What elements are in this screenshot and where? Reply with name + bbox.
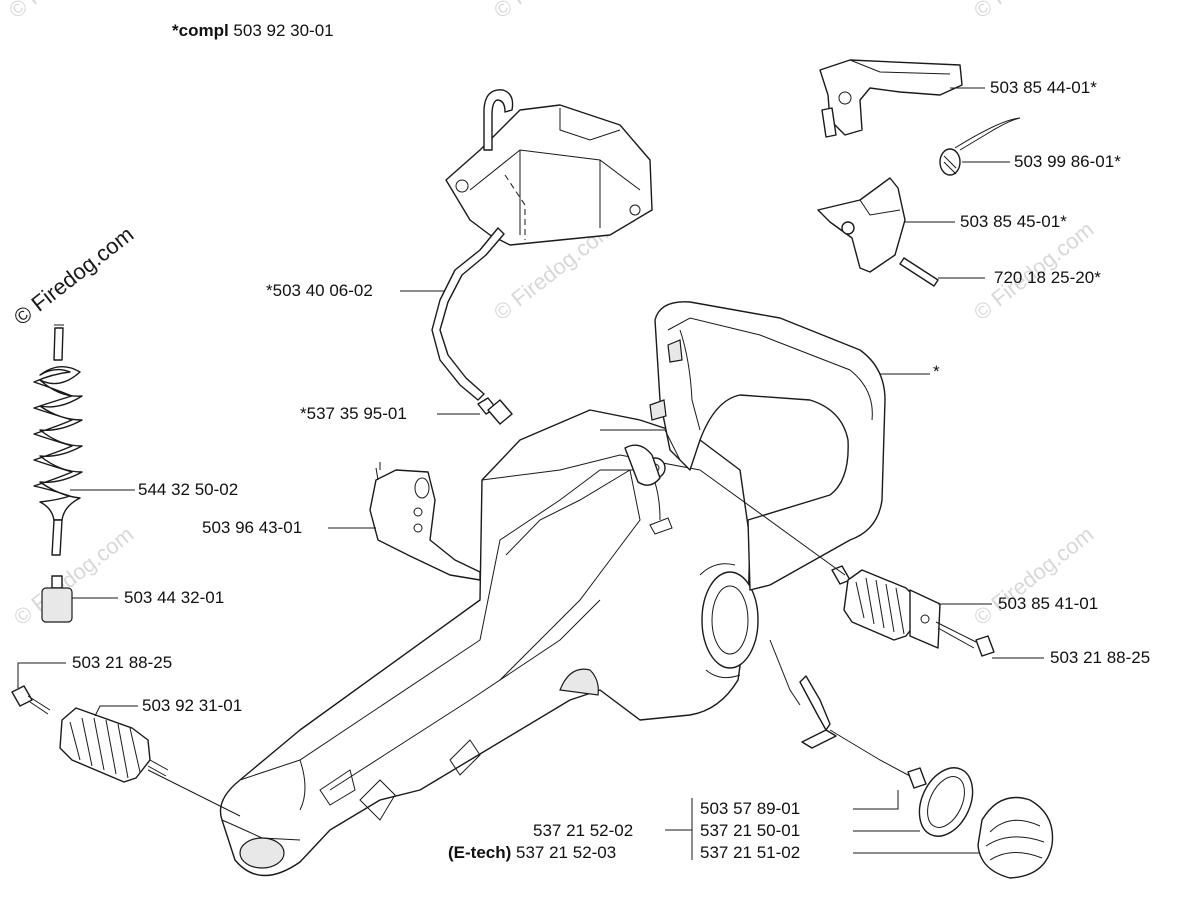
fuel-filter: [41, 575, 73, 623]
top-cover-assembly: [445, 89, 653, 246]
fuel-line-coil: [33, 324, 83, 556]
label-503998601: 503 99 86-01*: [1014, 152, 1121, 171]
label-etech: (E-tech) 537 21 52-03: [448, 843, 616, 863]
label-544325002: 544 32 50-02: [138, 480, 239, 499]
tank-housing: [219, 409, 759, 877]
label-503578901: 503 57 89-01: [700, 799, 801, 818]
label-537215102: 537 21 51-02: [700, 843, 801, 862]
label-503218825-left: 503 21 88-25: [72, 653, 173, 672]
trigger-pin: [899, 257, 939, 287]
fuel-hose: [431, 227, 505, 401]
label-503400602: *503 40 06-02: [266, 281, 373, 300]
lockout-spring: [939, 117, 1021, 176]
label-503854101: 503 85 41-01: [998, 594, 1099, 613]
hose-connector: [477, 397, 513, 425]
label-handle-asterisk: *: [933, 362, 940, 381]
av-spring-left: [11, 685, 241, 817]
label-503854401: 503 85 44-01*: [990, 78, 1097, 97]
label-503854501: 503 85 45-01*: [960, 212, 1067, 231]
header-compl: *compl 503 92 30-01: [172, 21, 334, 41]
leader-lines: [17, 87, 1044, 860]
throttle-trigger: [817, 177, 906, 273]
av-bracket: [369, 462, 481, 581]
header-compl-bold: *compl: [172, 21, 229, 40]
av-spring-right: [699, 469, 995, 657]
label-etech-bold: (E-tech): [448, 843, 512, 862]
label-503964301: 503 96 43-01: [202, 518, 303, 537]
label-537215001: 537 21 50-01: [700, 821, 801, 840]
label-537215002: 537 21 52-02: [533, 821, 634, 840]
header-compl-number: 503 92 30-01: [233, 21, 334, 40]
label-503443201: 503 44 32-01: [124, 588, 225, 607]
throttle-lockout: [819, 59, 963, 138]
rear-handle: [600, 301, 886, 591]
label-537215203: 537 21 52-03: [516, 843, 617, 862]
label-537359501: *537 35 95-01: [300, 404, 407, 423]
label-503923101: 503 92 31-01: [142, 696, 243, 715]
label-720182520: 720 18 25-20*: [994, 268, 1101, 287]
fuel-cap-assembly: [769, 639, 1054, 879]
label-503218825-right: 503 21 88-25: [1050, 648, 1151, 667]
